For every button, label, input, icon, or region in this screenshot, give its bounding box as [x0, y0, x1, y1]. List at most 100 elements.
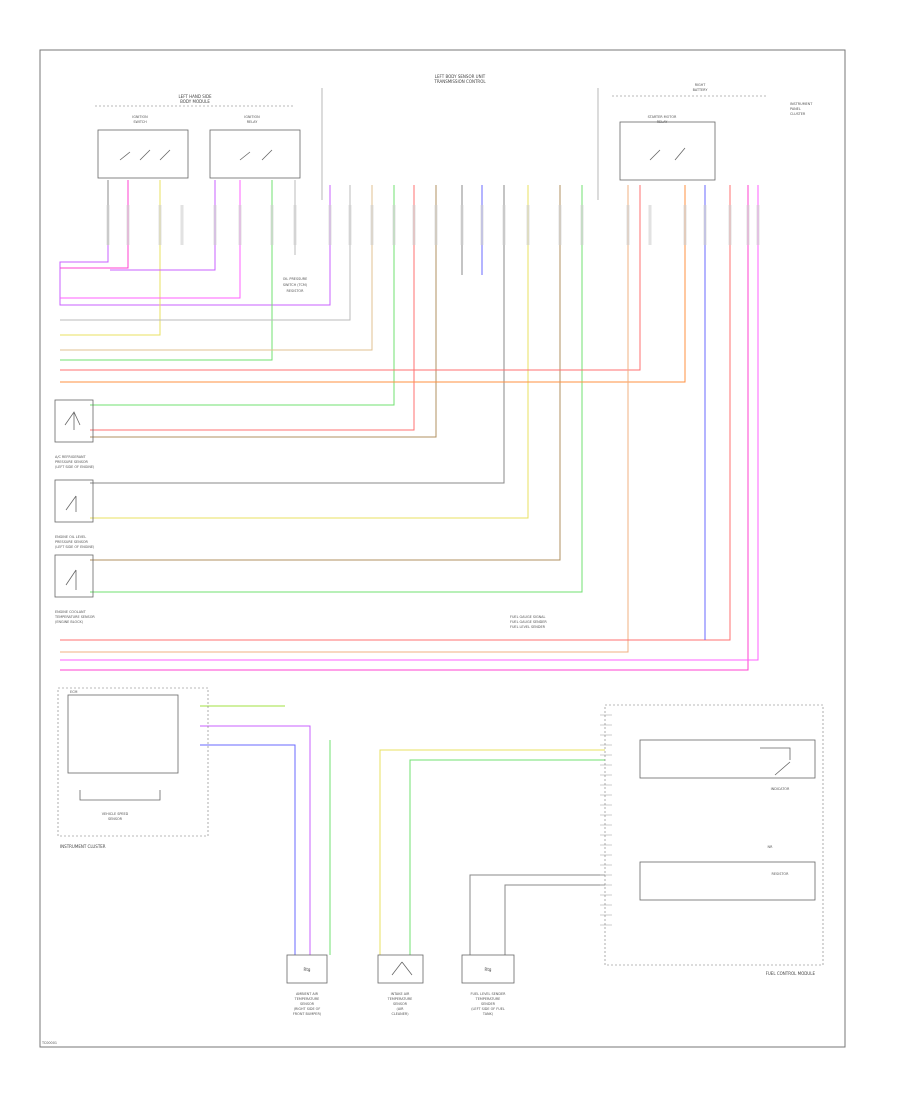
- wire-magenta-1: [60, 180, 129, 269]
- wire-brown-17: [90, 185, 561, 561]
- vehicle-speed-label-2: SENSOR: [108, 817, 123, 821]
- intake-label: INTAKE AIR: [391, 992, 410, 996]
- starter-relay-label: STARTER MOTOR: [648, 115, 677, 119]
- wire-red-11: [90, 185, 415, 431]
- right-top-label: RIGHT: [695, 83, 707, 87]
- connector-pin-7: [293, 205, 297, 245]
- ecm-label: ECM: [70, 690, 78, 694]
- instrument-panel-label-3: CLUSTER: [790, 112, 806, 116]
- fuel-module-inner-bottom: [639, 861, 816, 901]
- connector-pin-11: [392, 205, 396, 245]
- fuel-level-box: [461, 954, 515, 984]
- engine-oil-label-3: (LEFT SIDE OF ENGINE): [55, 545, 95, 549]
- instrument-cluster-inner: [67, 694, 179, 774]
- fuel-module-box: [604, 704, 824, 966]
- connector-pin-13: [434, 205, 438, 245]
- wire-blue-28: [200, 744, 296, 955]
- signal-label-3: FUEL LEVEL SENDER: [510, 625, 546, 629]
- coolant-symbol: [65, 569, 77, 590]
- connector-pin-18: [558, 205, 562, 245]
- indicator-label: INDICATOR: [771, 787, 790, 791]
- connector-pin-9: [348, 205, 352, 245]
- ac-sensor-symbol: [64, 411, 81, 430]
- oil-pressure-label: OIL PRESSURE: [283, 277, 307, 281]
- bcm-label: LEFT BODY SENSOR UNIT: [435, 74, 486, 79]
- wire-violet-27: [200, 725, 311, 955]
- wire-group: [59, 180, 760, 955]
- fuel-level-label-3: SENDER: [481, 1002, 496, 1006]
- intake-label-3: SENSOR: [393, 1002, 408, 1006]
- wire-gray-33: [504, 884, 605, 955]
- connector-pin-21: [648, 205, 652, 245]
- ambient-label-2: TEMPERATURE: [294, 997, 320, 1001]
- wire-yellow-30: [379, 749, 605, 955]
- ambient-sensor-symbol: Rtg: [304, 967, 311, 972]
- signal-label: FUEL GAUGE SIGNAL: [510, 615, 545, 619]
- lhs-label: LEFT HAND SIDE: [178, 94, 212, 99]
- connector-pin-5: [238, 205, 242, 245]
- fuel-module-label: FUEL CONTROL MODULE: [766, 971, 816, 976]
- wire-yellow-2: [60, 180, 161, 336]
- lhs-label-2: BODY MODULE: [180, 99, 210, 104]
- fuel-module-inner-top: [639, 739, 816, 779]
- wire-gray-15: [90, 185, 505, 484]
- connector-pin-2: [158, 205, 162, 245]
- fuel-level-label-5: TANK): [482, 1012, 494, 1016]
- fuel-level-label: FUEL LEVEL SENDER: [471, 992, 507, 996]
- connector-pin-8: [328, 205, 332, 245]
- ambient-sensor-box: [286, 954, 328, 984]
- intake-sensor-box: [377, 954, 424, 984]
- ambient-label-4: (RIGHT SIDE OF: [294, 1007, 321, 1011]
- wire-green-18: [90, 185, 583, 593]
- diagram-frame: [39, 49, 846, 1048]
- fuel-level-symbol: Rtg: [485, 967, 492, 972]
- wire-pink-4: [60, 180, 241, 299]
- right-top-label-2: BATTERY: [693, 88, 709, 92]
- intake-label-2: TEMPERATURE: [387, 997, 413, 1001]
- ac-sensor-box: [54, 399, 94, 443]
- engine-coolant-label: ENGINE COOLANT: [55, 610, 87, 614]
- fuel-module-switch: [760, 747, 791, 776]
- connector-pin-16: [502, 205, 506, 245]
- connector-pin-20: [626, 205, 630, 245]
- connector-pin-23: [703, 205, 707, 245]
- wire-green-10: [90, 185, 395, 406]
- ambient-label-5: FRONT BUMPER): [293, 1012, 322, 1016]
- instrument-cluster-dash: [57, 687, 209, 837]
- vehicle-speed-label: VEHICLE SPEED: [102, 812, 129, 816]
- oil-pressure-label-3: RESISTOR: [287, 289, 305, 293]
- signal-label-2: FUEL GAUGE SENDER: [510, 620, 547, 624]
- wire-gray-32: [469, 874, 605, 955]
- oil-pressure-label-2: SWITCH (TCM): [283, 283, 308, 287]
- engine-coolant-label-2: TEMPERATURE SENSOR: [54, 615, 95, 619]
- starter-relay-contact: [649, 147, 686, 161]
- connector-pin-25: [746, 205, 750, 245]
- ac-refrigerant-label: A/C REFRIGERANT: [55, 455, 87, 459]
- connector-pin-19: [580, 205, 584, 245]
- connector-pin-22: [683, 205, 687, 245]
- connector-pin-4: [213, 205, 217, 245]
- connector-pin-14: [460, 205, 464, 245]
- coolant-box: [54, 554, 94, 598]
- ambient-label-3: SENSOR: [300, 1002, 315, 1006]
- ignition-relay-label: IGNITION: [244, 115, 260, 119]
- connector-pin-15: [480, 205, 484, 245]
- fuel-level-label-2: TEMPERATURE: [475, 997, 501, 1001]
- connector-pin-6: [270, 205, 274, 245]
- ac-refrigerant-label-3: (LEFT SIDE OF ENGINE): [55, 465, 95, 469]
- wire-brown-12: [90, 185, 437, 438]
- ignition-switch-box: [97, 129, 189, 179]
- ignition-relay-box: [209, 129, 301, 179]
- fuel-level-label-4: (LEFT SIDE OF FUEL: [471, 1007, 505, 1011]
- instrument-panel-label: INSTRUMENT: [790, 102, 813, 106]
- connector-pin-12: [412, 205, 416, 245]
- wire-lightgray-8: [60, 185, 351, 321]
- intake-label-5: CLEANER): [391, 1012, 409, 1016]
- connector-pin-24: [728, 205, 732, 245]
- wire-violet-3: [110, 180, 216, 271]
- wire-violet-0: [59, 180, 331, 306]
- rl-label-2: NR: [768, 845, 774, 849]
- ignition-switch-label-2: SWITCH: [133, 120, 147, 124]
